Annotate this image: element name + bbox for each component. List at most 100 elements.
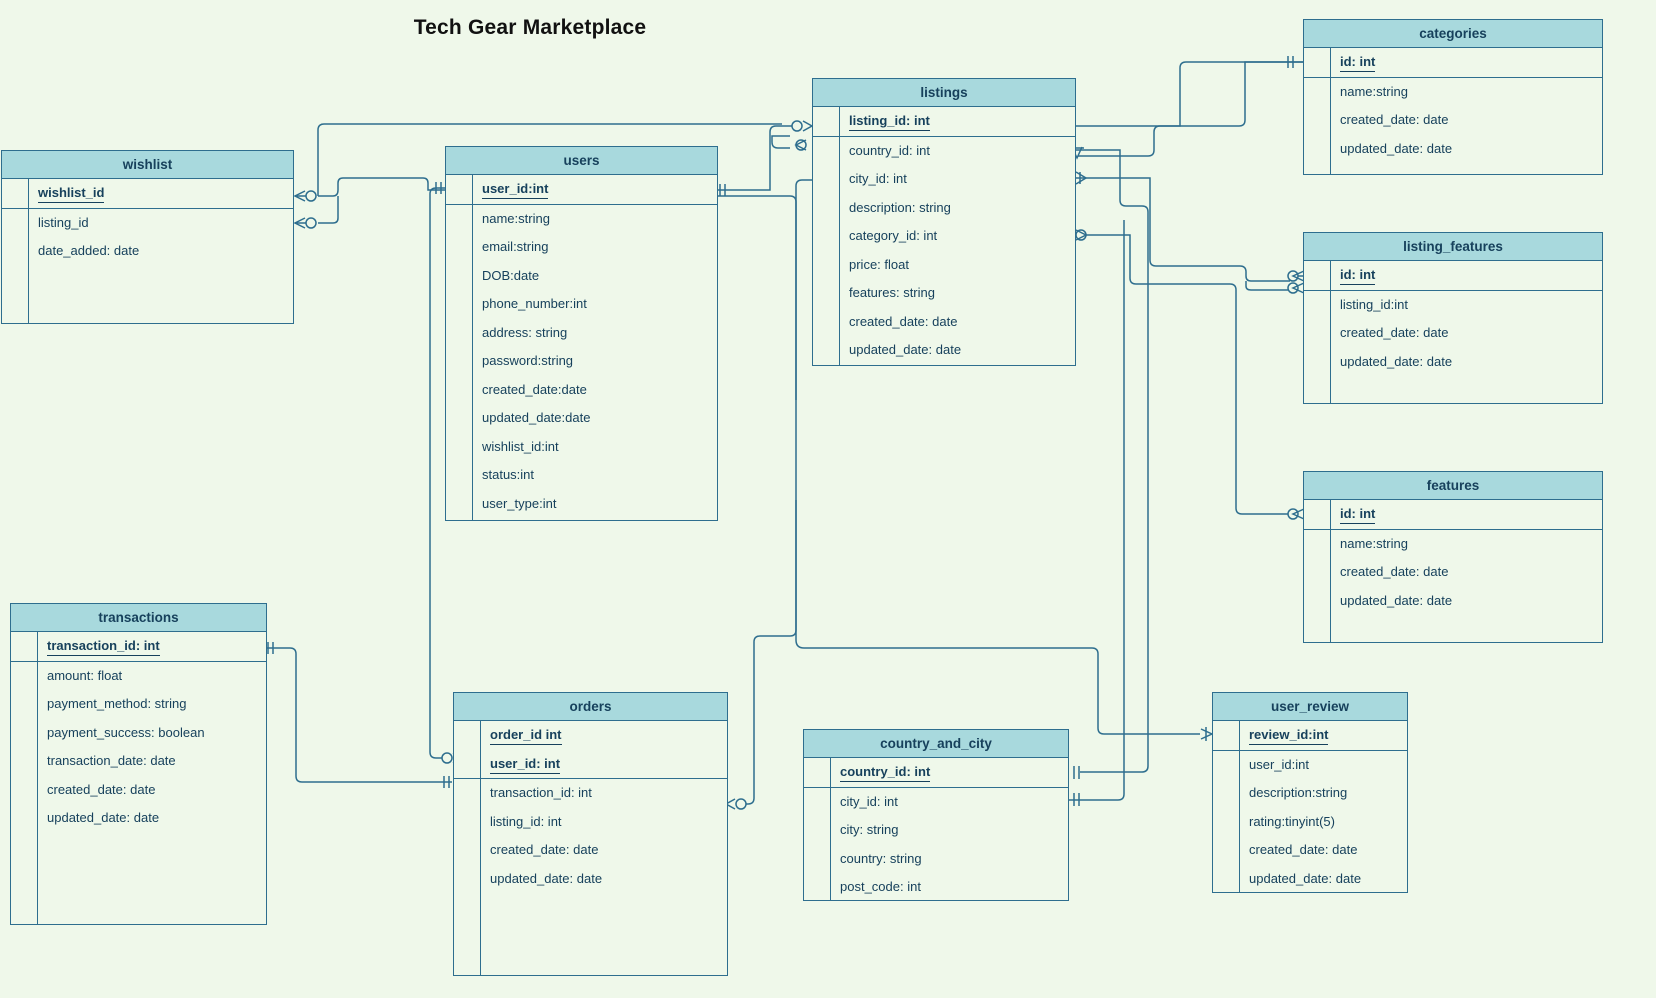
field-attribute: created_date: date xyxy=(849,313,958,329)
primary-keys-listings: listing_id: int xyxy=(813,107,1075,137)
field-attribute: country_id: int xyxy=(849,142,930,158)
attributes-transactions: amount: float payment_method: string payme… xyxy=(11,662,266,833)
field-attribute: updated_date: date xyxy=(47,810,160,825)
field-attribute: DOB:date xyxy=(482,267,540,283)
field-attribute: created_date: date xyxy=(1249,842,1358,857)
field-pk: id: int xyxy=(1331,48,1602,77)
field-attribute: features: string xyxy=(849,285,935,300)
field-attribute: created_date: date xyxy=(47,781,156,797)
entity-title-categories: categories xyxy=(1304,20,1602,48)
field-attribute: created_date: date xyxy=(1340,325,1449,340)
field-attribute: email:string xyxy=(482,239,549,254)
primary-keys-users: user_id:int xyxy=(446,175,717,205)
field-attribute: payment_success: boolean xyxy=(47,724,205,740)
entity-features[interactable]: features id: int name:string created_date… xyxy=(1303,471,1603,643)
field-attribute: phone_number:int xyxy=(482,296,587,311)
field-pk: order_id int xyxy=(481,721,727,750)
entity-title-wishlist: wishlist xyxy=(2,151,293,179)
entity-transactions[interactable]: transactions transaction_id: int amount:… xyxy=(10,603,267,925)
field-pk: id: int xyxy=(1331,261,1602,290)
field-attribute: post_code: int xyxy=(840,879,921,894)
entity-key-gutter xyxy=(1304,48,1331,174)
entity-body-listings: listing_id: int country_id: int city_id: … xyxy=(813,107,1075,365)
entity-key-gutter xyxy=(1304,261,1331,403)
field-attribute: description: string xyxy=(849,199,951,215)
field-attribute: city_id: int xyxy=(849,171,907,186)
primary-keys-categories: id: int xyxy=(1304,48,1602,78)
field-attribute: city: string xyxy=(840,822,899,837)
field-attribute: rating:tinyint(5) xyxy=(1249,813,1335,829)
primary-keys-transactions: transaction_id: int xyxy=(11,632,266,662)
entity-title-orders: orders xyxy=(454,693,727,721)
field-pk: user_id:int xyxy=(473,175,717,204)
field-attribute: category_id: int xyxy=(849,228,938,243)
field-pk: transaction_id: int xyxy=(38,632,266,661)
field-attribute: amount: float xyxy=(47,667,123,683)
primary-keys-listing_features: id: int xyxy=(1304,261,1602,291)
entity-body-user_review: review_id:int user_id:int description:str… xyxy=(1213,721,1407,892)
entity-key-gutter xyxy=(454,721,481,975)
entity-key-gutter xyxy=(804,758,831,900)
field-attribute: status:int xyxy=(482,467,535,482)
entity-title-features: features xyxy=(1304,472,1602,500)
primary-keys-wishlist: wishlist_id xyxy=(2,179,293,209)
entity-listings[interactable]: listings listing_id: int country_id: int… xyxy=(812,78,1076,366)
field-pk: review_id:int xyxy=(1240,721,1407,750)
field-attribute: name:string xyxy=(1340,535,1408,551)
primary-keys-user_review: review_id:int xyxy=(1213,721,1407,751)
field-attribute: updated_date: date xyxy=(1249,870,1362,886)
entity-key-gutter xyxy=(813,107,840,365)
field-attribute: updated_date: date xyxy=(849,342,962,357)
field-attribute: created_date: date xyxy=(1340,564,1449,579)
field-pk: id: int xyxy=(1331,500,1602,529)
field-attribute: updated_date: date xyxy=(490,870,603,886)
field-attribute: updated_date:date xyxy=(482,410,591,425)
field-attribute: description:string xyxy=(1249,785,1348,800)
field-attribute: country: string xyxy=(840,850,922,866)
field-attribute: name:string xyxy=(482,210,550,226)
attributes-listings: country_id: int city_id: int description: … xyxy=(813,137,1075,365)
entity-body-transactions: transaction_id: int amount: float payment… xyxy=(11,632,266,924)
field-attribute: user_id:int xyxy=(1249,756,1309,772)
field-attribute: listing_id: int xyxy=(490,813,562,829)
entity-key-gutter xyxy=(2,179,29,323)
entity-key-gutter xyxy=(446,175,473,520)
field-attribute: transaction_date: date xyxy=(47,753,176,768)
primary-keys-features: id: int xyxy=(1304,500,1602,530)
field-attribute: address: string xyxy=(482,324,568,340)
field-pk: wishlist_id xyxy=(29,179,293,208)
entity-country_and_city[interactable]: country_and_city country_id: int city_id… xyxy=(803,729,1069,901)
entity-title-listing_features: listing_features xyxy=(1304,233,1602,261)
entity-key-gutter xyxy=(1213,721,1240,892)
attributes-user_review: user_id:int description:string rating:tiny… xyxy=(1213,751,1407,894)
entity-key-gutter xyxy=(1304,500,1331,642)
entity-title-user_review: user_review xyxy=(1213,693,1407,721)
page-title: Tech Gear Marketplace xyxy=(413,16,647,39)
field-attribute: password:string xyxy=(482,353,574,368)
field-attribute: date_added: date xyxy=(38,243,140,258)
field-attribute: created_date: date xyxy=(1340,112,1449,127)
entity-title-transactions: transactions xyxy=(11,604,266,632)
field-attribute: updated_date: date xyxy=(1340,140,1453,156)
field-attribute: updated_date: date xyxy=(1340,353,1453,369)
entity-key-gutter xyxy=(11,632,38,924)
field-attribute: payment_method: string xyxy=(47,696,187,711)
